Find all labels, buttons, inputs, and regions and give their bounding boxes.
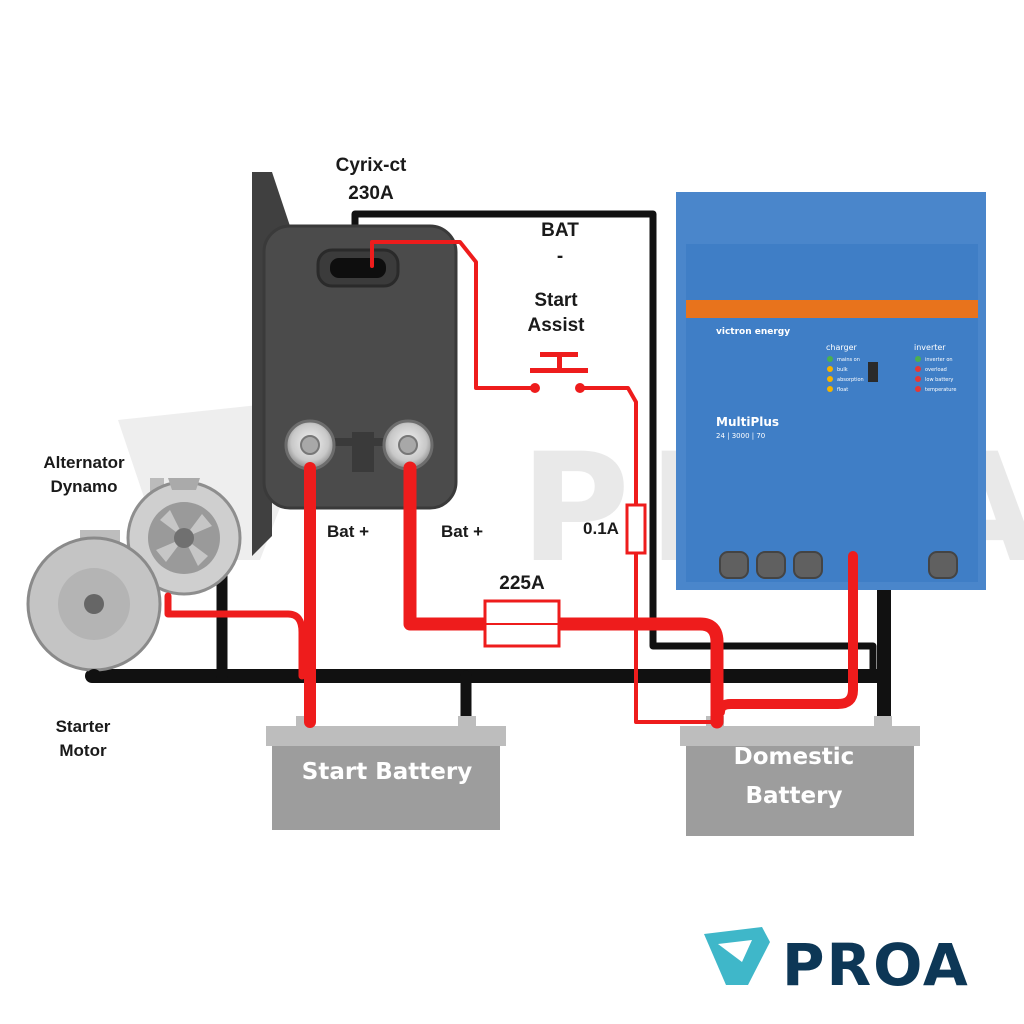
multiplus-inverter: victron energy charger inverter mains on… <box>676 192 986 590</box>
start-assist-out <box>578 386 717 724</box>
svg-text:overload: overload <box>925 367 947 373</box>
start-assist-switch <box>530 352 588 393</box>
cyrix-relay <box>252 172 458 556</box>
cyrix-label-line1: Cyrix-ct <box>336 155 407 176</box>
inverter-positive <box>715 551 858 717</box>
cyrix-label-line2: 230A <box>348 183 394 204</box>
bat-minus-label-line2: - <box>557 246 563 267</box>
inverter-model-sub: 24 | 3000 | 70 <box>716 432 765 440</box>
start-assist-label-line1: Start <box>534 290 578 311</box>
alternator-label-line1: Alternator <box>43 453 125 472</box>
svg-text:temperature: temperature <box>925 387 956 393</box>
svg-text:inverter on: inverter on <box>925 357 953 363</box>
start-assist-label-line2: Assist <box>527 315 585 336</box>
charger-title: charger <box>826 343 858 352</box>
inverter-model: MultiPlus <box>716 415 779 429</box>
fuse-225a-label: 225A <box>499 573 545 594</box>
svg-text:absorption: absorption <box>837 377 864 383</box>
domestic-battery: Domestic Battery <box>680 716 920 836</box>
alternator-dynamo <box>126 478 242 596</box>
inverter-leds: inverter on overload low battery tempera… <box>915 356 956 393</box>
cable-glands <box>719 551 958 579</box>
proa-logo-text: PROA <box>782 931 970 999</box>
alternator-label-line2: Dynamo <box>50 477 117 496</box>
bat-minus-label-line1: BAT <box>541 220 579 241</box>
main-positive-cable <box>403 461 724 729</box>
domestic-battery-label-line1: Domestic <box>734 744 855 770</box>
mode-switch <box>868 362 878 382</box>
fuse-0-1a-label: 0.1A <box>583 519 619 538</box>
domestic-battery-label-line2: Battery <box>746 783 843 809</box>
charger-leds: mains on bulk absorption float <box>827 356 864 393</box>
start-battery: Start Battery <box>266 716 506 830</box>
bat-plus-right-label: Bat + <box>441 522 483 541</box>
bat-minus-wire <box>351 210 877 680</box>
svg-text:low battery: low battery <box>925 377 953 383</box>
inverter-orange-stripe <box>686 300 978 318</box>
inverter-title: inverter <box>914 343 946 352</box>
bat-plus-left-label: Bat + <box>327 522 369 541</box>
proa-logo: PROA <box>704 927 970 999</box>
start-battery-label: Start Battery <box>302 759 472 785</box>
positive-wires <box>164 240 858 729</box>
alternator-positive <box>164 592 306 680</box>
starter-motor <box>26 530 162 683</box>
start-assist-feed <box>370 240 537 390</box>
starter-label-line2: Motor <box>59 741 107 760</box>
svg-text:float: float <box>837 387 848 393</box>
svg-text:mains on: mains on <box>837 357 860 363</box>
fuse-0-1a <box>625 503 647 555</box>
svg-text:bulk: bulk <box>837 367 848 373</box>
inverter-brand: victron energy <box>716 327 790 337</box>
starter-label-line1: Starter <box>56 717 111 736</box>
